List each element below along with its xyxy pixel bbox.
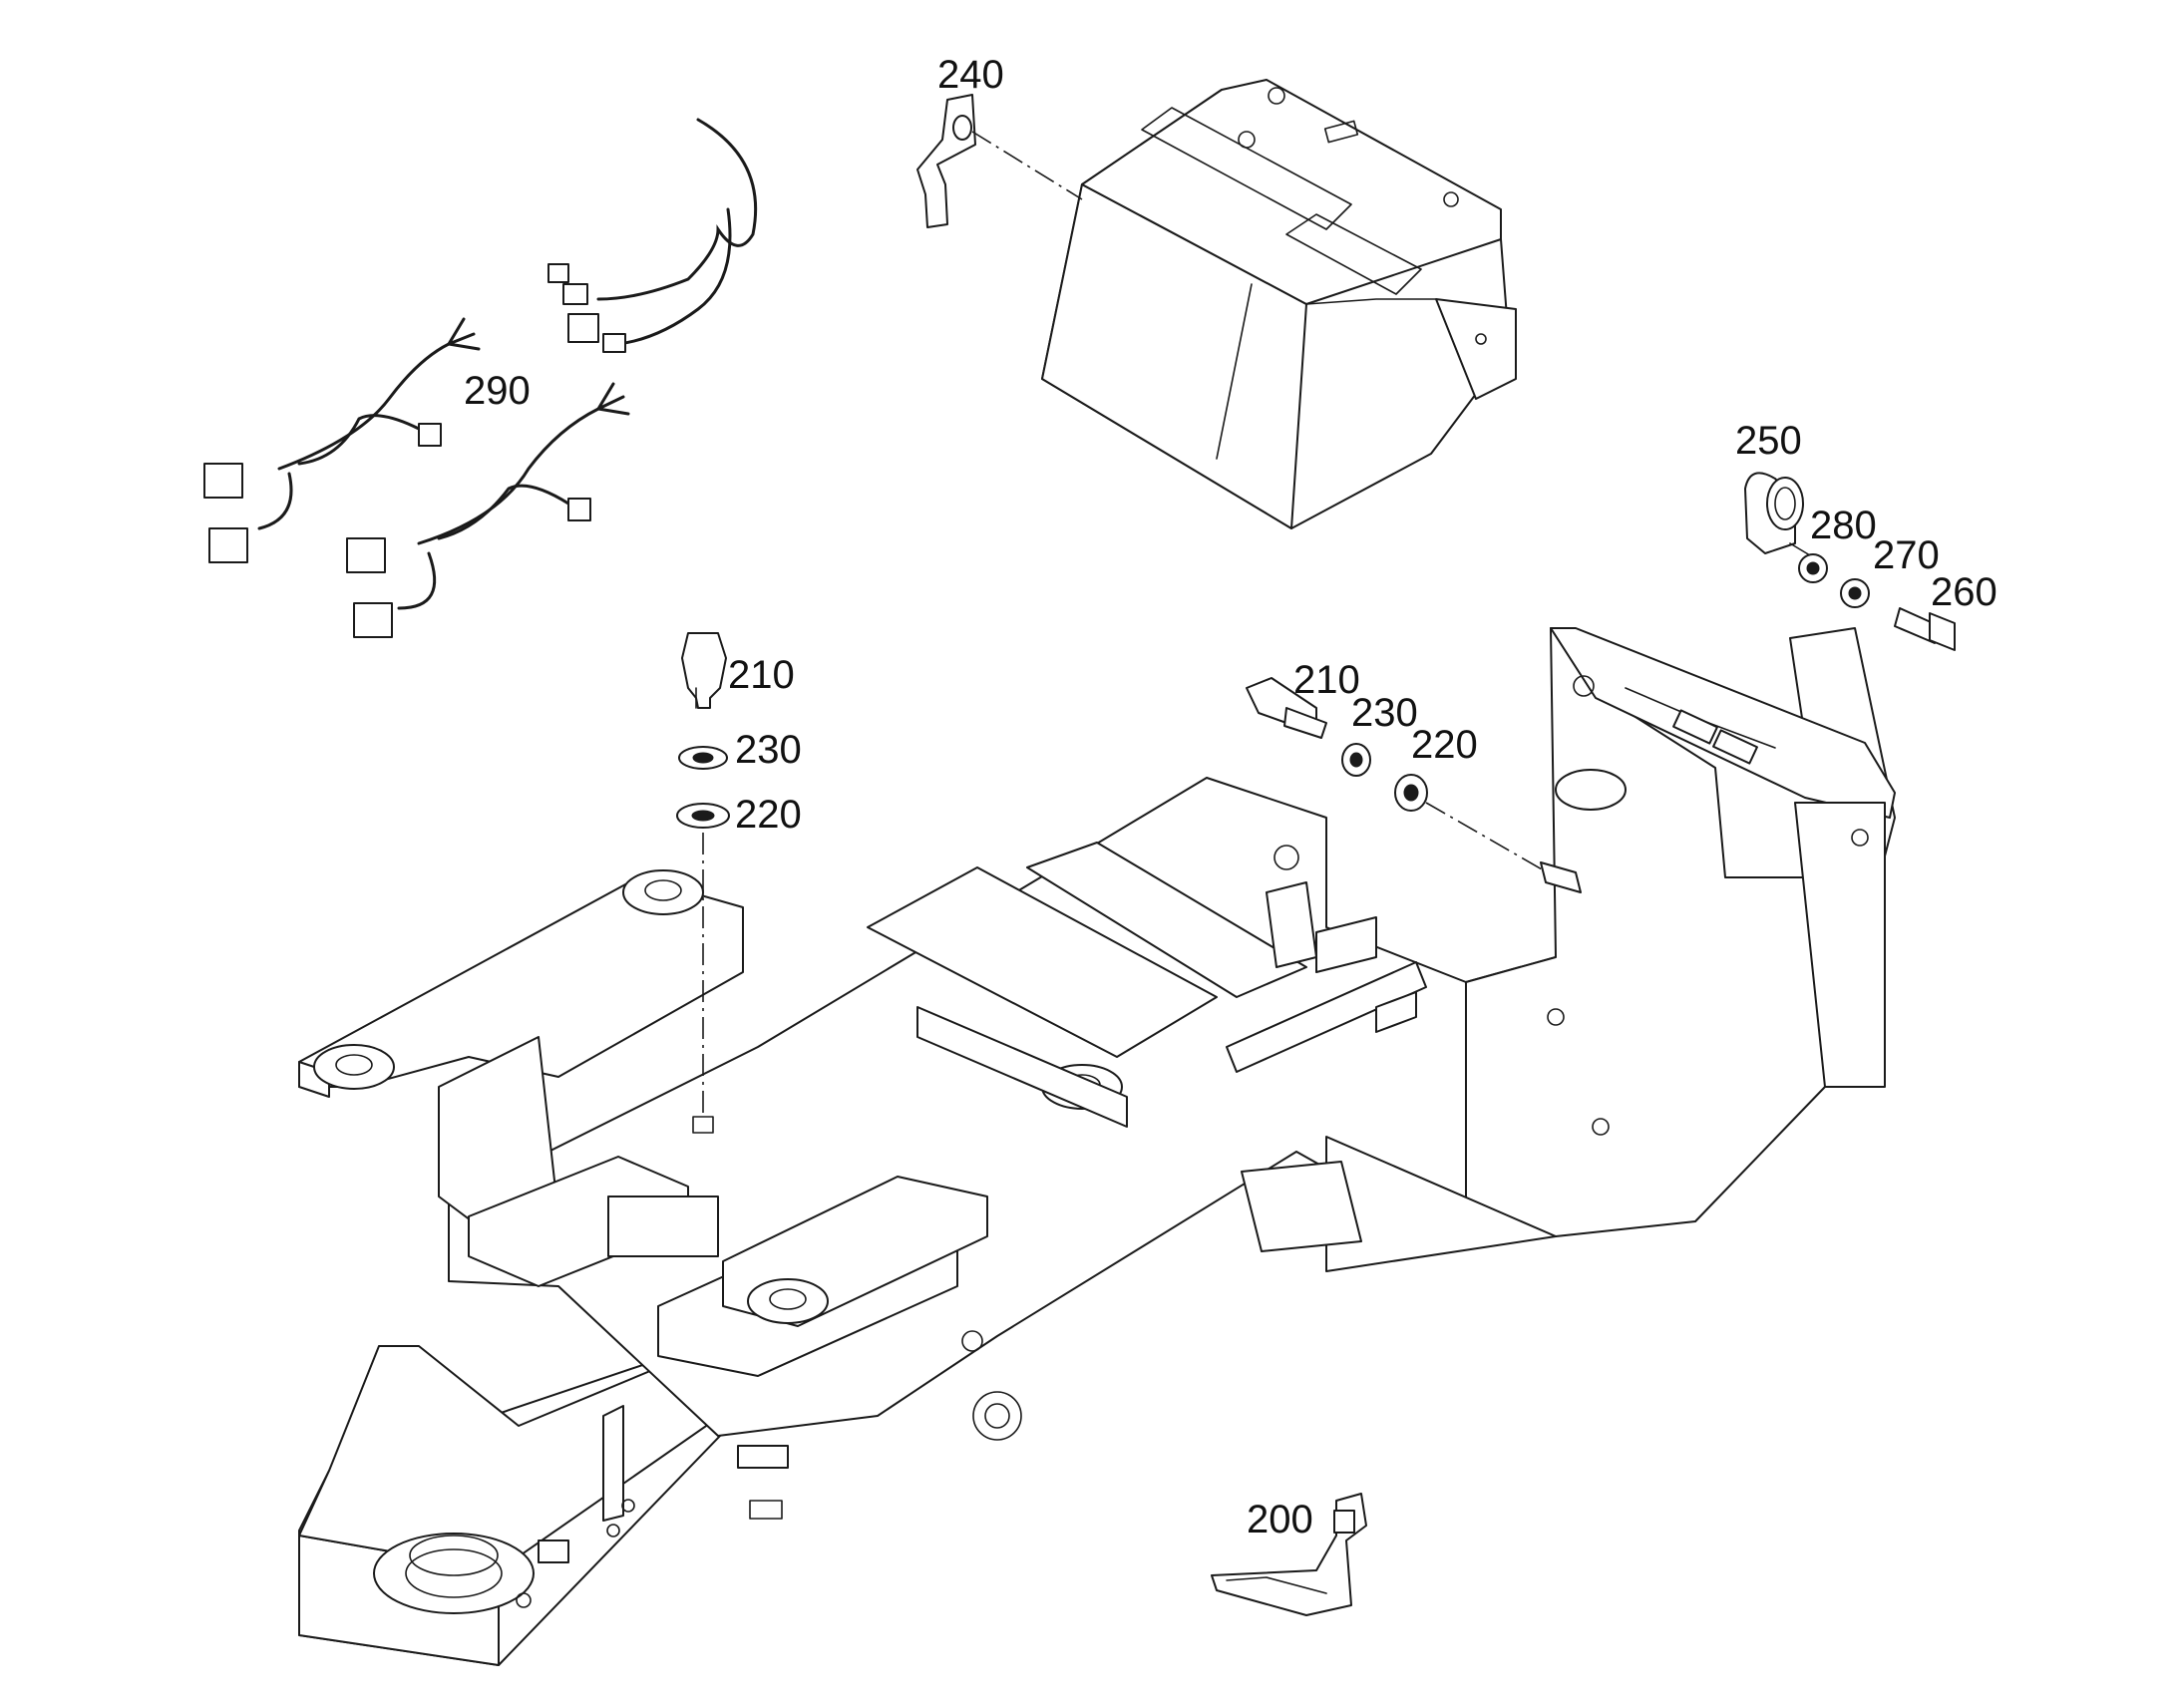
wiring-harness-290	[203, 118, 758, 638]
bracket-240	[916, 94, 976, 228]
callout-210-right: 210	[1293, 658, 1360, 702]
callout-250: 250	[1735, 419, 1802, 463]
bolt-stack-right	[1246, 677, 1582, 893]
callout-labels: 240 290 250 280 270 260 210 230 220 210 …	[464, 53, 1998, 1541]
callout-220-right: 220	[1411, 723, 1478, 767]
callout-200: 200	[1247, 1498, 1313, 1541]
callout-260: 260	[1931, 570, 1998, 614]
callout-220-left: 220	[735, 793, 802, 837]
callout-210-left: 210	[728, 653, 795, 697]
callout-280: 280	[1810, 504, 1877, 547]
clamp-set	[1744, 472, 1956, 651]
bolt-stack-left	[676, 632, 730, 1134]
callout-230-left: 230	[735, 728, 802, 772]
callout-290: 290	[464, 369, 531, 413]
callout-230-right: 230	[1351, 691, 1418, 735]
main-frame	[298, 627, 1896, 1666]
strap-200	[1211, 1493, 1367, 1616]
callout-270: 270	[1873, 533, 1940, 577]
callout-240: 240	[937, 53, 1004, 97]
tank-assembly	[1041, 79, 1517, 529]
leader-240	[971, 131, 1083, 200]
